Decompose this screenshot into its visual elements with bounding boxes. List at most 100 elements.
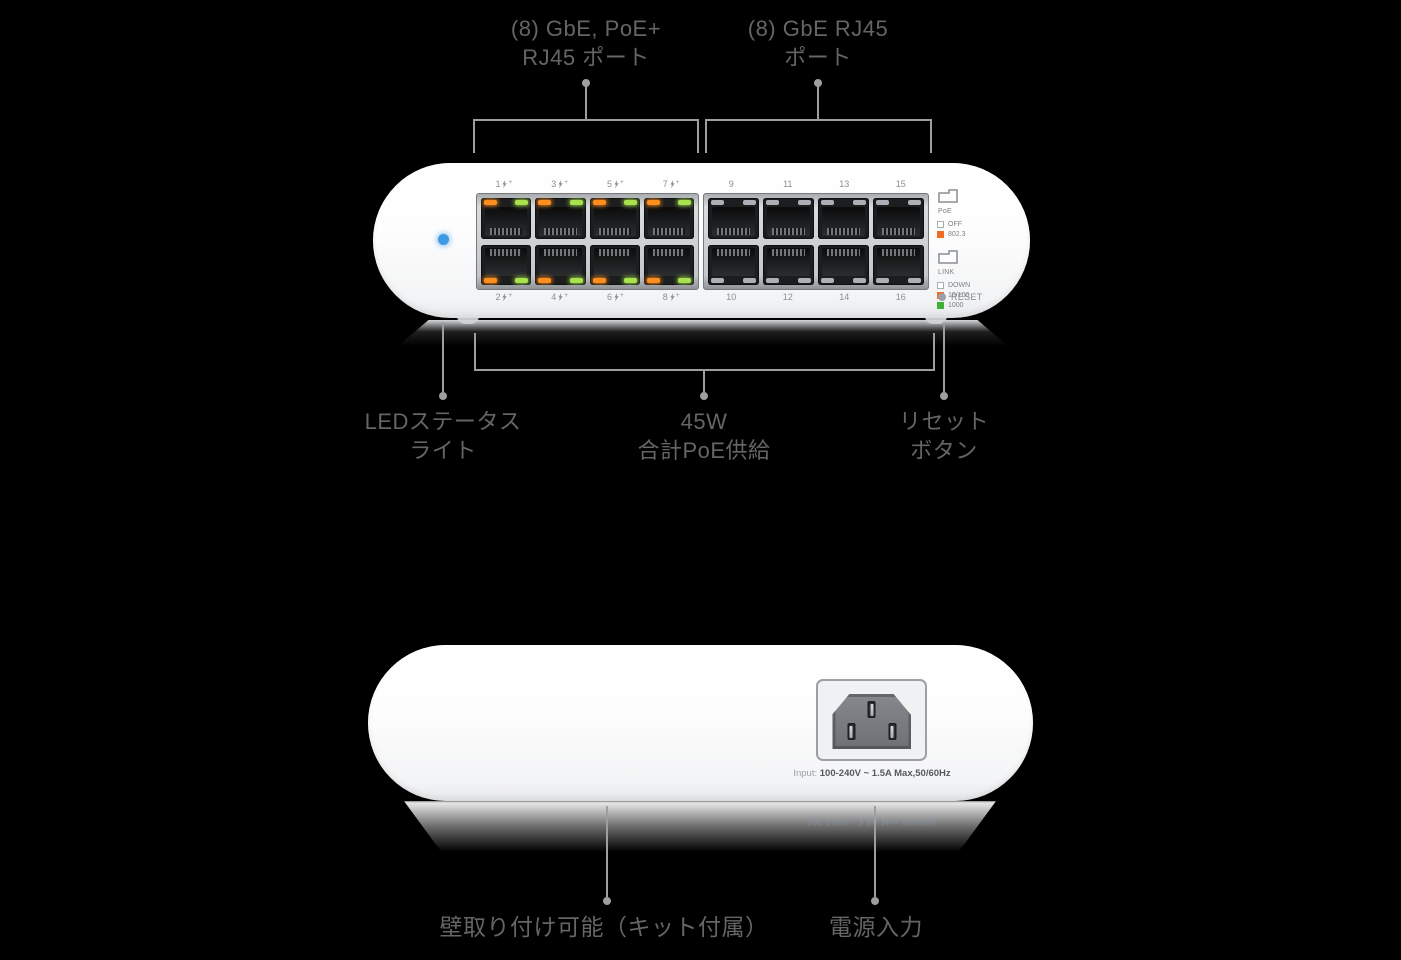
port-number-label: 10: [703, 292, 760, 302]
rj45-port: [535, 198, 586, 239]
rj45-pins: [490, 248, 523, 256]
rj45-pins: [717, 248, 750, 256]
port-number: 15: [895, 179, 906, 189]
callout-reset-line2: ボタン: [910, 438, 978, 463]
leader-dot: [814, 79, 822, 87]
port-number: 5: [606, 179, 612, 189]
rj45-pins: [598, 227, 631, 235]
rj45-pins: [772, 248, 805, 256]
callout-poe-ports-line1: (8) GbE, PoE+: [510, 16, 662, 41]
bracket-rj45-ports: [705, 119, 932, 153]
callout-power-input-text: 電源入力: [829, 914, 923, 940]
input-rating-value: 100-240V ~ 1.5A Max,50/60Hz: [819, 768, 951, 779]
callout-reset-line1: リセット: [898, 409, 989, 434]
rj45-pins: [598, 248, 631, 256]
poe-led-orange: [646, 278, 660, 283]
power-inlet: [816, 679, 927, 761]
legend-row: DOWN: [937, 282, 997, 289]
port-number: 6: [606, 292, 612, 302]
poe-bolt-icon: [614, 292, 619, 301]
legend-row: 802.3: [937, 231, 997, 238]
port-number-label: 14: [816, 292, 873, 302]
rj45-port: [481, 198, 532, 239]
port-number: 1: [495, 179, 501, 189]
leader-dot: [871, 897, 879, 905]
reset-dot: [938, 293, 946, 301]
rj45-pins: [652, 248, 685, 256]
port-number-label: 11: [760, 179, 817, 189]
leader-dot: [582, 79, 590, 87]
led-unlit: [821, 278, 834, 283]
poe-plus-suffix: +: [619, 292, 624, 299]
poe-plus-suffix: +: [619, 179, 624, 186]
poe-led-orange: [646, 200, 660, 205]
rj45-pins: [882, 248, 915, 256]
link-led-green: [515, 200, 529, 205]
leader-line: [943, 322, 945, 392]
callout-poe-budget-line2: 合計PoE供給: [637, 438, 771, 463]
device-foot: [457, 313, 479, 324]
legend-title: LINK: [938, 269, 955, 276]
port-number-label: 3+: [532, 179, 588, 189]
led-unlit: [908, 278, 921, 283]
rj45-port: [643, 244, 694, 285]
port-number-label: 9: [703, 179, 760, 189]
rj45-pins: [652, 227, 685, 235]
led-unlit: [743, 278, 756, 283]
legend-label: 1000: [948, 302, 964, 309]
rj45-port: [818, 198, 869, 239]
callout-led-line2: ライト: [409, 438, 477, 463]
link-led-green: [678, 200, 691, 205]
rj45-port: [873, 244, 924, 285]
port-number: 9: [728, 179, 734, 189]
callout-poe-ports-line2: RJ45 ポート: [522, 45, 650, 70]
rj45-port: [763, 244, 814, 285]
link-led-green: [569, 278, 583, 283]
port-numbers-top-poe: 1 +3+ 5 +7+: [476, 179, 699, 189]
callout-rj45-ports: (8) GbE RJ45 ポート: [668, 14, 968, 72]
port-number: 2: [495, 292, 501, 302]
power-pin-icon: [867, 701, 876, 718]
led-unlit: [876, 200, 889, 205]
leader-dot: [439, 392, 447, 400]
poe-led-orange: [484, 278, 497, 283]
leader-dot: [700, 392, 708, 400]
leader-line: [606, 806, 608, 897]
back-reflection: [403, 801, 997, 861]
bracket-poe-budget: [474, 333, 935, 371]
led-unlit: [908, 200, 921, 205]
leader-dot: [940, 392, 948, 400]
legend-label: 10/100: [948, 292, 970, 299]
port-number: 4: [551, 292, 557, 302]
leader-line: [817, 86, 819, 119]
reset-label: RESET: [951, 292, 983, 302]
rj45-port: [589, 244, 640, 285]
port-number-label: 6+: [588, 292, 644, 302]
rj45-pins: [544, 227, 577, 235]
rj45-pins: [717, 227, 750, 235]
led-unlit: [711, 278, 724, 283]
rj45-port: [708, 198, 759, 239]
poe-bolt-icon: [614, 179, 619, 188]
bracket-poe-ports: [473, 119, 699, 153]
callout-reset: リセット ボタン: [844, 407, 1044, 465]
rj45-port: [873, 198, 924, 239]
legend-label: OFF: [948, 221, 962, 228]
port-panel-poe: [476, 193, 699, 290]
port-number-label: 13: [816, 179, 873, 189]
legend-swatch-orange: [937, 231, 944, 238]
poe-bolt-icon: [670, 292, 675, 301]
led-unlit: [766, 200, 779, 205]
ethernet-port-icon: [938, 250, 958, 264]
switch-front-view: [373, 163, 1030, 318]
poe-led-orange: [592, 278, 606, 283]
poe-plus-suffix: +: [675, 179, 680, 186]
port-number-label: 4+: [532, 292, 588, 302]
poe-bolt-icon: [502, 179, 508, 188]
port-number-label: 7+: [643, 179, 699, 189]
poe-plus-suffix: +: [675, 292, 680, 299]
leader-line: [442, 322, 444, 392]
